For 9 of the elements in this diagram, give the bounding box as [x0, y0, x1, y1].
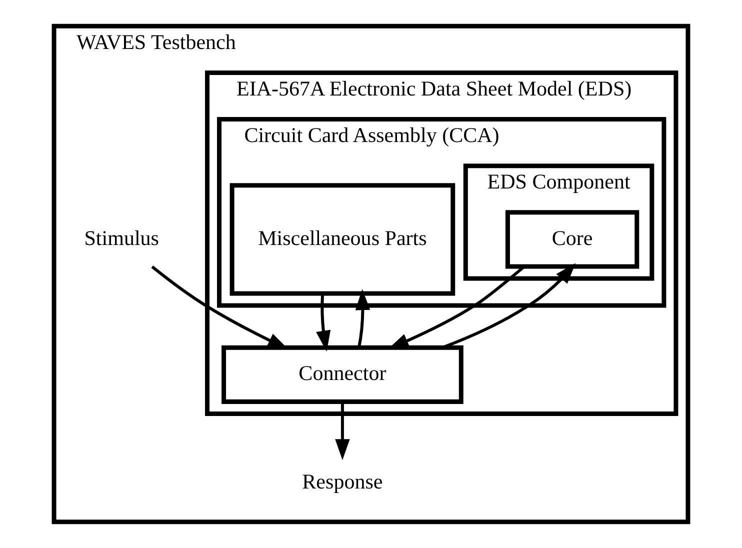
arrow — [151, 266, 289, 350]
arrow — [316, 294, 331, 352]
node-box: Miscellaneous Parts — [230, 183, 456, 296]
node-box: Core — [505, 210, 640, 269]
node-text: Response — [302, 469, 383, 494]
arrow — [335, 402, 350, 460]
arrow — [355, 289, 370, 348]
node-text: Stimulus — [84, 226, 160, 250]
node-box: Connector — [222, 345, 464, 404]
